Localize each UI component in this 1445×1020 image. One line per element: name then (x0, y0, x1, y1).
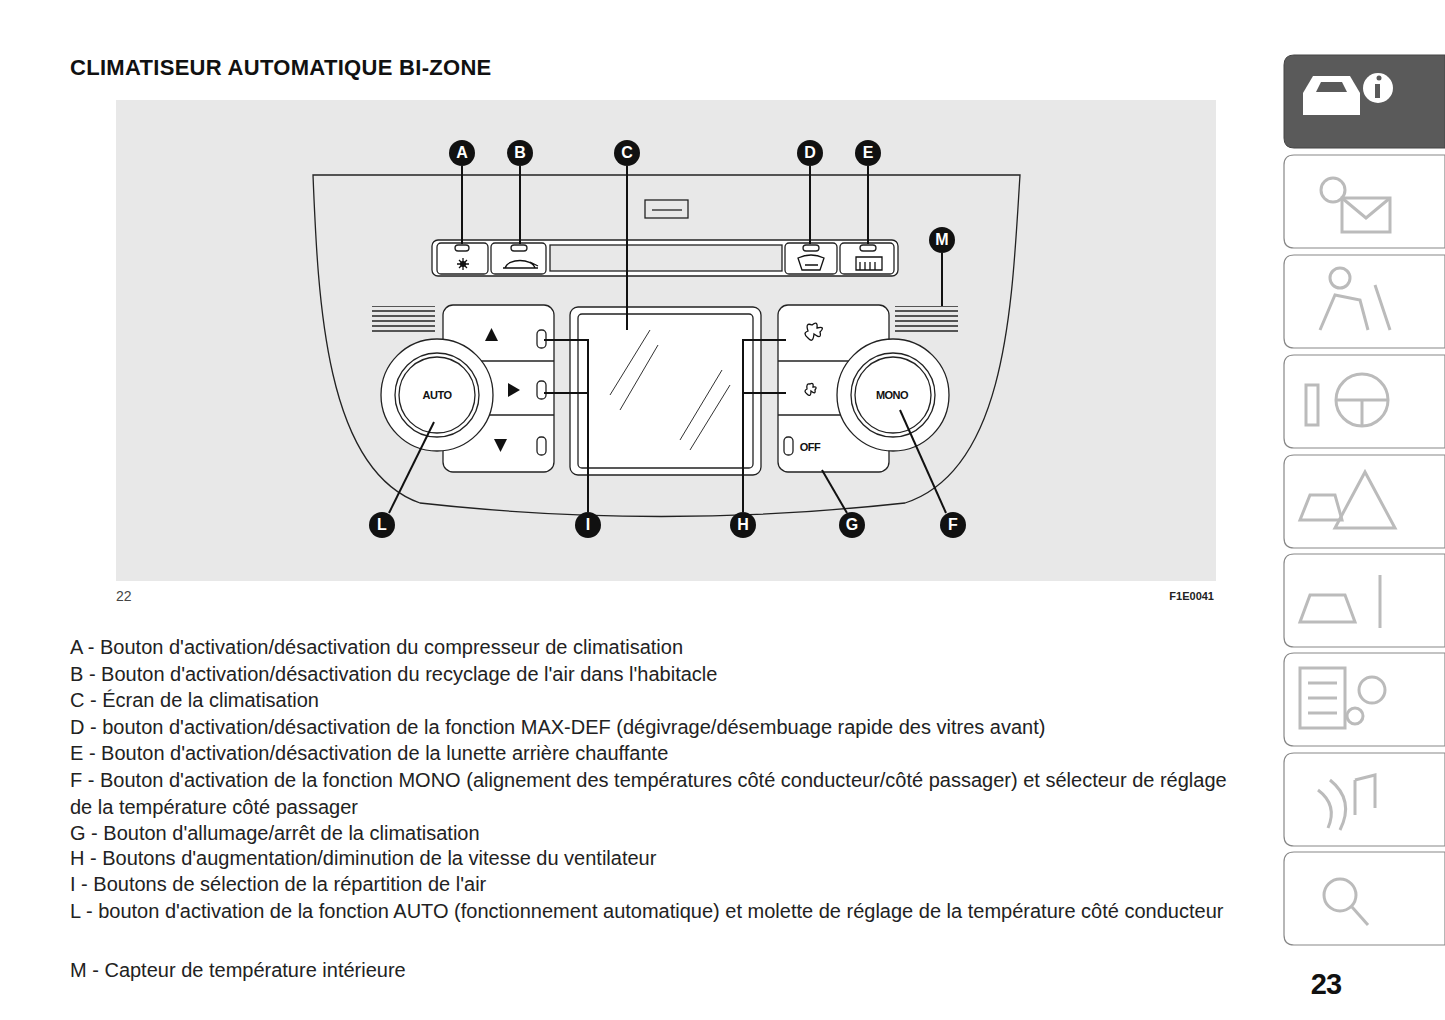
callout-circle: E (855, 140, 881, 166)
callout-letter: F (948, 517, 958, 533)
legend-text: H - Boutons d'augmentation/diminution de… (70, 845, 656, 872)
callout-letter: G (846, 517, 858, 533)
button-label: OFF (800, 441, 821, 453)
figure-ground (116, 100, 1216, 581)
callout-letter: L (377, 517, 387, 533)
legend-text: C - Écran de la climatisation (70, 687, 319, 714)
legend-text: L - bouton d'activation de la fonction A… (70, 898, 1235, 925)
callout-circle: A (449, 140, 475, 166)
callout-letter: I (586, 517, 590, 533)
legend-text: D - bouton d'activation/désactivation de… (70, 714, 1045, 741)
legend-text: M - Capteur de température intérieure (70, 957, 406, 984)
callout-circle: H (730, 512, 756, 538)
callout-letter: C (621, 145, 633, 161)
page-title: CLIMATISEUR AUTOMATIQUE BI-ZONE (70, 55, 492, 81)
callout-circle: F (940, 512, 966, 538)
callout-circle: B (507, 140, 533, 166)
callout-letter: E (863, 145, 874, 161)
screen-reflection (610, 330, 730, 450)
legend-text: E - Bouton d'activation/désactivation de… (70, 740, 668, 767)
callout-circle: L (369, 512, 395, 538)
callout-letter: H (737, 517, 749, 533)
button-label: MONO (876, 389, 908, 401)
callout-letter: A (456, 145, 468, 161)
callout-circle: D (797, 140, 823, 166)
button-icons (457, 255, 882, 395)
leader-lines (389, 166, 946, 513)
legend-text: F - Bouton d'activation de la fonction M… (70, 767, 1235, 820)
legend-text: G - Bouton d'allumage/arrêt de la climat… (70, 820, 480, 847)
callout-circle: M (929, 227, 955, 253)
figure-code: F1E0041 (1169, 590, 1214, 602)
legend-text: A - Bouton d'activation/désactivation du… (70, 634, 683, 661)
climate-panel (313, 175, 1020, 517)
page-number: 23 (1311, 968, 1341, 1001)
callout-letter: B (514, 145, 526, 161)
callout-letter: M (935, 232, 948, 248)
legend-text: B - Bouton d'activation/désactivation du… (70, 661, 717, 688)
figure-page-number: 22 (116, 588, 132, 604)
vent-sensor (895, 306, 958, 334)
button-label: AUTO (423, 389, 452, 401)
callout-letter: D (804, 145, 816, 161)
callout-circle: C (614, 140, 640, 166)
chapter-tabs (1284, 55, 1445, 945)
vent (372, 306, 435, 334)
callout-circle: I (575, 512, 601, 538)
callout-circle: G (839, 512, 865, 538)
legend-text: I - Boutons de sélection de la répartiti… (70, 871, 486, 898)
button-symbols (460, 261, 520, 452)
